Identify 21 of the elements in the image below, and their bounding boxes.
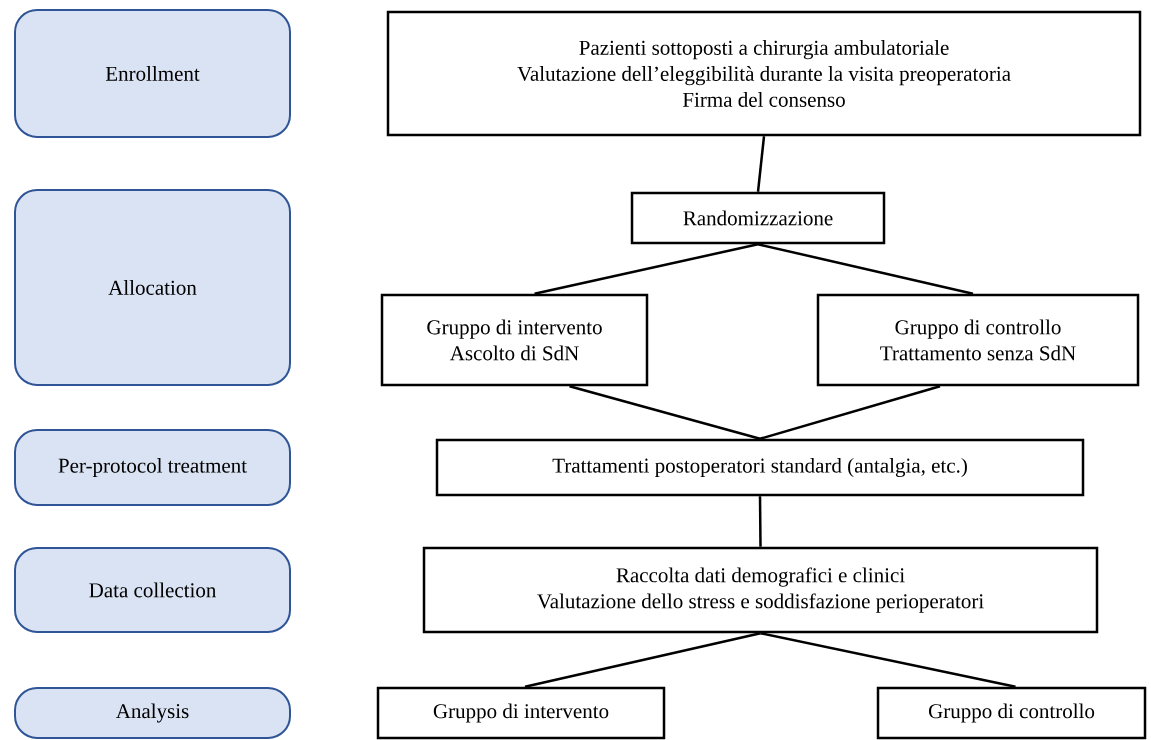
connector-line — [760, 632, 1016, 688]
process-box: Gruppo di intervento Ascolto di SdN — [380, 293, 649, 387]
process-box: Gruppo di controllo — [876, 686, 1147, 740]
process-box: Trattamenti postoperatori standard (antalgia, etc.) — [435, 438, 1085, 497]
connector-line — [757, 243, 974, 295]
connector-line — [758, 496, 762, 547]
process-box: Gruppo di intervento — [376, 686, 666, 740]
process-box: Gruppo di controllo Trattamento senza SdN — [816, 293, 1140, 387]
connector-line — [569, 385, 761, 440]
process-box: Pazienti sottoposti a chirurgia ambulatoriale Valutazione dell’eleggibilità durante la visita preoperatoria Firma del consenso — [386, 10, 1142, 137]
process-box: Randomizzazione — [630, 191, 886, 245]
stage-box: Data collection — [14, 547, 291, 633]
connector-line — [534, 243, 759, 295]
stage-box: Per-protocol treatment — [14, 429, 291, 506]
process-box: Raccolta dati demografici e clinici Valutazione dello stress e soddisfazione perioperatori — [422, 546, 1099, 634]
connector-line — [759, 385, 941, 440]
connector-line — [524, 632, 761, 688]
stage-box: Analysis — [14, 687, 291, 739]
stage-box: Allocation — [14, 189, 291, 386]
connector-line — [756, 136, 766, 192]
stage-box: Enrollment — [14, 9, 291, 138]
